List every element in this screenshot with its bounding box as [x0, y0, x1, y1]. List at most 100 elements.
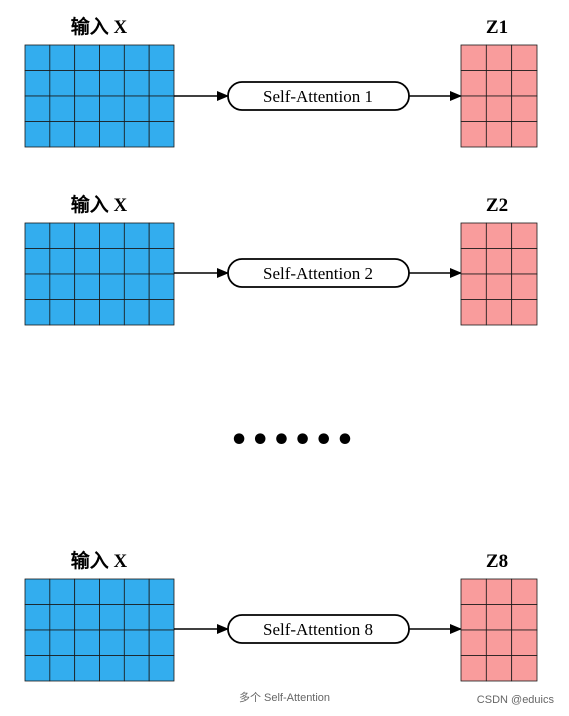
- matrix-cell: [148, 121, 175, 148]
- matrix-cell: [49, 629, 76, 656]
- matrix-cell: [24, 578, 51, 605]
- matrix-cell: [99, 222, 125, 249]
- matrix-cell: [123, 121, 150, 148]
- matrix-cell: [485, 44, 513, 71]
- matrix-cell: [485, 121, 513, 148]
- matrix-cell: [511, 95, 538, 122]
- attention-row-8: 输入 X Self-Attention 8 Z8: [24, 549, 538, 682]
- matrix-cell: [49, 70, 76, 97]
- matrix-cell: [123, 44, 150, 71]
- matrix-cell: [123, 273, 150, 300]
- matrix-cell: [511, 273, 538, 300]
- matrix-cell: [99, 655, 125, 682]
- attention-row-1: 输入 X Self-Attention 1 Z1: [24, 15, 538, 148]
- matrix-cell: [148, 299, 175, 326]
- matrix-cell: [24, 121, 51, 148]
- matrix-cell: [49, 95, 76, 122]
- matrix-cell: [511, 655, 538, 682]
- matrix-cell: [74, 95, 100, 122]
- matrix-cell: [74, 604, 100, 631]
- matrix-cell: [148, 273, 175, 300]
- matrix-cell: [460, 70, 487, 97]
- matrix-cell: [511, 629, 538, 656]
- matrix-cell: [485, 70, 513, 97]
- matrix-cell: [460, 604, 487, 631]
- matrix-cell: [485, 578, 513, 605]
- matrix-cell: [24, 273, 51, 300]
- matrix-cell: [123, 655, 150, 682]
- matrix-cell: [123, 299, 150, 326]
- matrix-cell: [49, 578, 76, 605]
- matrix-cell: [123, 604, 150, 631]
- matrix-cell: [49, 655, 76, 682]
- self-attention-label: Self-Attention 8: [263, 620, 373, 639]
- output-matrix: [460, 222, 538, 326]
- matrix-cell: [511, 222, 538, 249]
- matrix-cell: [511, 70, 538, 97]
- matrix-cell: [24, 95, 51, 122]
- input-label: 输入 X: [71, 549, 128, 572]
- matrix-cell: [49, 248, 76, 275]
- input-matrix: [24, 44, 175, 148]
- matrix-cell: [99, 299, 125, 326]
- matrix-cell: [511, 604, 538, 631]
- matrix-cell: [148, 655, 175, 682]
- matrix-cell: [460, 95, 487, 122]
- matrix-cell: [99, 44, 125, 71]
- matrix-cell: [74, 70, 100, 97]
- matrix-cell: [74, 578, 100, 605]
- matrix-cell: [74, 248, 100, 275]
- matrix-cell: [99, 95, 125, 122]
- matrix-cell: [123, 578, 150, 605]
- matrix-cell: [148, 222, 175, 249]
- matrix-cell: [460, 248, 487, 275]
- matrix-cell: [74, 44, 100, 71]
- matrix-cell: [99, 273, 125, 300]
- matrix-cell: [511, 44, 538, 71]
- matrix-cell: [460, 655, 487, 682]
- matrix-cell: [74, 121, 100, 148]
- input-label: 输入 X: [71, 193, 128, 216]
- matrix-cell: [511, 299, 538, 326]
- matrix-cell: [99, 604, 125, 631]
- matrix-cell: [99, 248, 125, 275]
- matrix-cell: [49, 604, 76, 631]
- matrix-cell: [460, 222, 487, 249]
- matrix-cell: [99, 121, 125, 148]
- matrix-cell: [460, 44, 487, 71]
- matrix-cell: [24, 248, 51, 275]
- matrix-cell: [485, 273, 513, 300]
- matrix-cell: [123, 222, 150, 249]
- output-label: Z1: [486, 17, 508, 38]
- matrix-cell: [24, 604, 51, 631]
- matrix-cell: [511, 578, 538, 605]
- matrix-cell: [123, 70, 150, 97]
- matrix-cell: [148, 629, 175, 656]
- output-matrix: [460, 44, 538, 148]
- matrix-cell: [148, 70, 175, 97]
- matrix-cell: [148, 578, 175, 605]
- matrix-cell: [74, 299, 100, 326]
- matrix-cell: [460, 121, 487, 148]
- matrix-cell: [24, 70, 51, 97]
- self-attention-label: Self-Attention 2: [263, 264, 373, 283]
- matrix-cell: [460, 629, 487, 656]
- matrix-cell: [485, 604, 513, 631]
- matrix-cell: [485, 655, 513, 682]
- matrix-cell: [485, 248, 513, 275]
- matrix-cell: [99, 578, 125, 605]
- matrix-cell: [485, 95, 513, 122]
- matrix-cell: [49, 121, 76, 148]
- matrix-cell: [511, 248, 538, 275]
- matrix-cell: [74, 222, 100, 249]
- input-label: 输入 X: [71, 15, 128, 38]
- output-label: Z2: [486, 195, 508, 216]
- matrix-cell: [74, 655, 100, 682]
- attention-row-2: 输入 X Self-Attention 2 Z2: [24, 193, 538, 326]
- matrix-cell: [49, 299, 76, 326]
- matrix-cell: [49, 273, 76, 300]
- matrix-cell: [49, 222, 76, 249]
- matrix-cell: [99, 629, 125, 656]
- figure-caption: 多个 Self-Attention: [238, 692, 331, 704]
